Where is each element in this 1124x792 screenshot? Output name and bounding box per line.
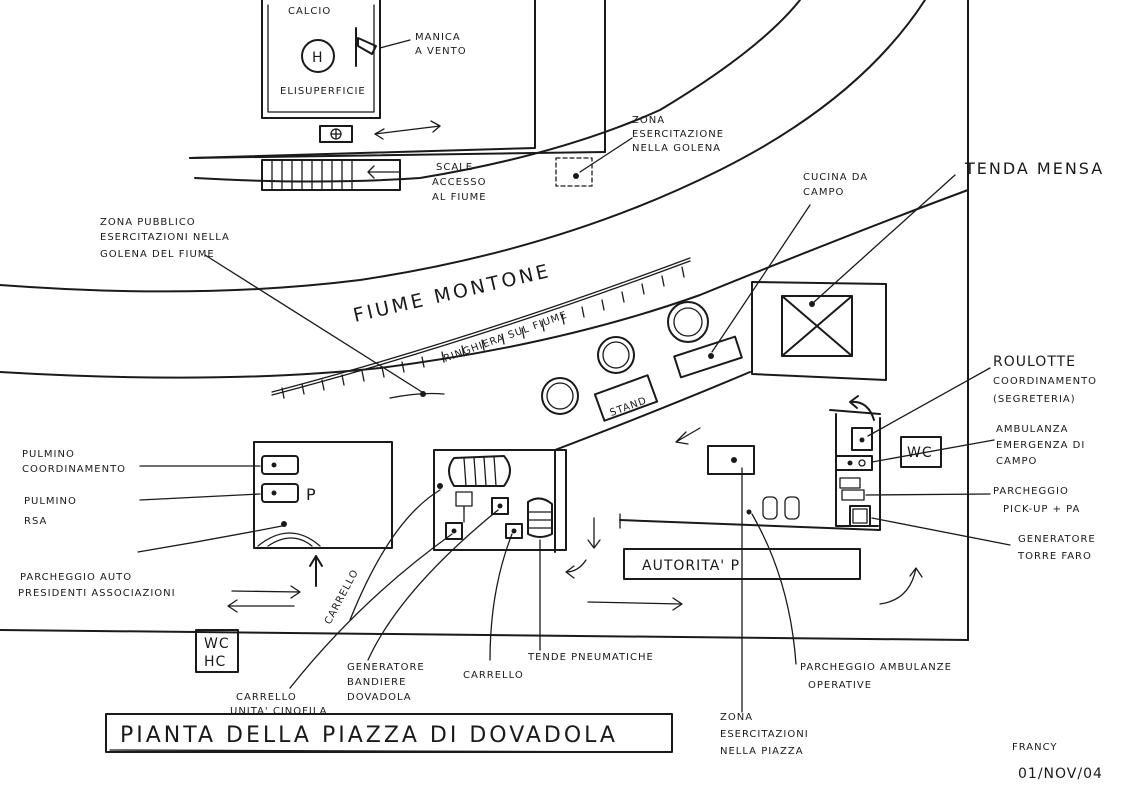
stairs-label-1: SCALE [436,162,473,173]
zone-golena-label-2: ESERCITAZIONE [632,129,724,140]
ambulance-parking [746,496,800,665]
wc-right-label: WC [907,445,933,461]
stairs [261,159,401,191]
cucina-label-2: CAMPO [803,187,844,198]
zona-piazza-label-1: ZONA [720,712,753,723]
zona-pubblico-label-2: ESERCITAZIONI NELLA [100,232,230,243]
flow-arrows [565,427,923,611]
parcheggio-auto-label-1: PARCHEGGIO AUTO [20,572,132,583]
center-lot [433,449,567,551]
left-parking-lot [253,441,393,549]
tenda-mensa-label: TENDA MENSA [964,159,1104,178]
elisuperficie-label: ELISUPERFICIE [280,86,366,97]
zona-pubblico-pointer [204,254,445,399]
pitch-entrance-symbol [319,125,353,143]
generatore-torre-label-2: TORRE FARO [1017,551,1092,562]
pulmino-rsa-label-1: PULMINO [24,496,77,507]
pulmino-coord-label-2: COORDINAMENTO [22,464,126,475]
roulotte-label-2: COORDINAMENTO [993,376,1097,387]
generatore-bandiere-label-1: GENERATORE [347,662,425,673]
windsock-icon [355,27,411,67]
zona-pubblico-label-3: GOLENA DEL FIUME [100,249,215,260]
roulotte-label-1: ROULOTTE [993,354,1076,370]
plaza-exercise-zone [707,445,755,713]
service-block [835,367,1011,546]
field-kitchen [673,204,811,379]
river-banks [0,0,969,641]
carrello-unita-label-2: UNITA' CINOFILA [230,706,327,717]
zona-piazza-label-3: NELLA PIAZZA [720,746,804,757]
pulmino-rsa-label-2: RSA [24,516,47,527]
carrello-a-label: CARRELLO [323,568,361,627]
signature-date: 01/NOV/04 [1018,766,1103,782]
carrello-b-label: CARRELLO [463,670,524,681]
tent-circles [541,301,709,415]
zone-golena-label-1: ZONA [632,115,665,126]
parcheggio-ambulanze-label-2: OPERATIVE [808,680,872,691]
stairs-label-2: ACCESSO [432,177,487,188]
autorita-label: AUTORITA' P [642,558,740,574]
title-box: PIANTA DELLA PIAZZA DI DOVADOLA [105,713,673,753]
parcheggio-ambulanze-label-1: PARCHEGGIO AMBULANZE [800,662,952,673]
zona-pubblico-label-1: ZONA PUBBLICO [100,217,196,228]
left-lot-pointers [137,465,283,553]
signature-author: FRANCY [1012,742,1058,753]
windsock-label-1: MANICA [415,32,461,43]
helipad: H [301,39,335,73]
tende-label: TENDE PNEUMATICHE [527,652,654,663]
left-lot-arrows [227,555,323,613]
zona-piazza-label-2: ESERCITAZIONI [720,729,809,740]
center-lot-pointers [289,489,541,689]
left-lot-p-symbol: P [306,485,318,504]
calcio-label: CALCIO [288,6,331,17]
mess-tent [751,174,956,381]
pulmino-coord-label-1: PULMINO [22,449,75,460]
pickup-label-1: PARCHEGGIO [993,486,1069,497]
parcheggio-auto-label-2: PRESIDENTI ASSOCIAZIONI [18,588,176,599]
carrello-unita-label-1: CARRELLO [236,692,297,703]
roulotte-label-3: (SEGRETERIA) [993,394,1076,405]
football-field-area [189,0,606,159]
windsock-label-2: A VENTO [415,46,467,57]
wc-hc-label-1: WC [204,636,230,652]
zone-golena-marker [555,137,633,187]
ambulanza-label-2: EMERGENZA DI [996,440,1085,451]
generatore-torre-label-1: GENERATORE [1018,534,1096,545]
wc-hc-left: WC HC [195,629,239,673]
zone-golena-label-3: NELLA GOLENA [632,143,721,154]
cucina-label-1: CUCINA DA [803,172,868,183]
autorita-parking: AUTORITA' P [623,548,861,580]
road-line [0,629,969,641]
pickup-label-2: PICK-UP + PA [1003,504,1080,515]
generatore-bandiere-label-3: DOVADOLA [347,692,412,703]
double-arrow-icon [374,120,441,140]
wc-hc-label-2: HC [204,654,226,670]
helipad-h-symbol: H [312,50,324,66]
ambulanza-label-3: CAMPO [996,456,1037,467]
stairs-label-3: AL FIUME [432,192,487,203]
wc-right: WC [900,436,942,468]
generatore-bandiere-label-2: BANDIERE [347,677,406,688]
ambulanza-label-1: AMBULANZA [996,424,1068,435]
page-title: PIANTA DELLA PIAZZA DI DOVADOLA [120,723,618,748]
railing [271,257,691,399]
